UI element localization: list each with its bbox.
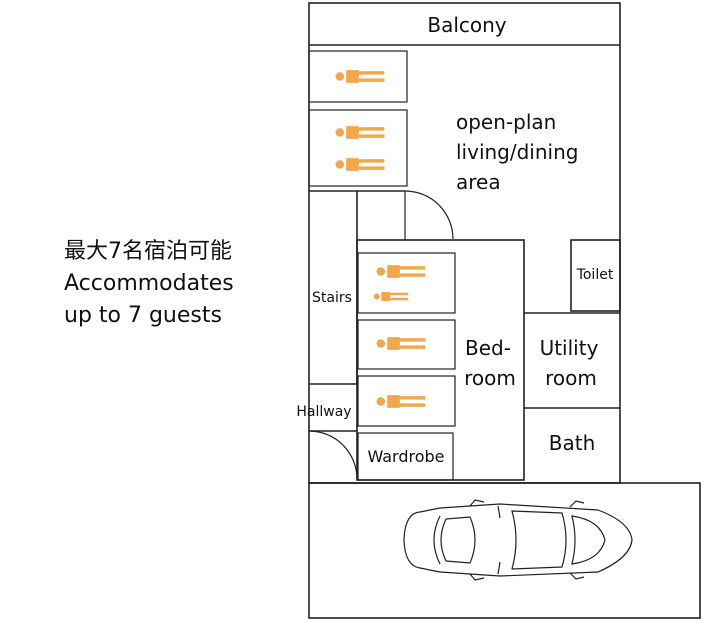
guest-icon: [335, 126, 385, 139]
bed-bedroom-1: [357, 252, 456, 314]
label-balcony: Balcony: [427, 13, 506, 37]
guest-icon: [373, 292, 409, 301]
guest-icons: [335, 70, 426, 408]
bed-living-1: [308, 50, 408, 103]
bedroom-walls: [356, 239, 525, 481]
guest-icon: [376, 265, 426, 278]
guest-icon: [376, 337, 426, 350]
label-hallway: Hallway: [296, 404, 351, 420]
capacity-english-2: up to 7 guests: [64, 303, 222, 328]
label-bedroom-2: room: [464, 366, 516, 390]
label-utility-1: Utility: [540, 336, 599, 360]
hallway-door-arc: [308, 430, 358, 480]
door-swing-arc: [404, 190, 454, 240]
label-living-2: living/dining: [456, 140, 578, 164]
guest-icon: [335, 70, 385, 83]
label-utility-2: room: [545, 366, 597, 390]
label-toilet: Toilet: [576, 267, 614, 283]
label-stairs: Stairs: [312, 290, 352, 306]
capacity-english-1: Accommodates: [64, 271, 234, 296]
capacity-japanese: 最大7名宿泊可能: [64, 239, 232, 264]
wardrobe-box: [357, 432, 454, 481]
bed-bedroom-2: [357, 319, 456, 370]
label-bath: Bath: [549, 431, 596, 455]
guest-icon: [335, 158, 385, 171]
parking-area: [308, 482, 701, 619]
car-icon: [403, 499, 633, 581]
label-wardrobe: Wardrobe: [367, 447, 444, 466]
label-living-1: open-plan: [456, 110, 556, 134]
bed-living-2: [308, 109, 408, 187]
label-living-3: area: [456, 170, 501, 194]
label-bedroom-1: Bed-: [465, 336, 511, 360]
guest-icon: [376, 395, 426, 408]
guest-capacity-caption: 最大7名宿泊可能 Accommodates up to 7 guests: [64, 236, 234, 332]
toilet-walls: [570, 239, 621, 312]
bed-bedroom-3: [357, 375, 456, 427]
